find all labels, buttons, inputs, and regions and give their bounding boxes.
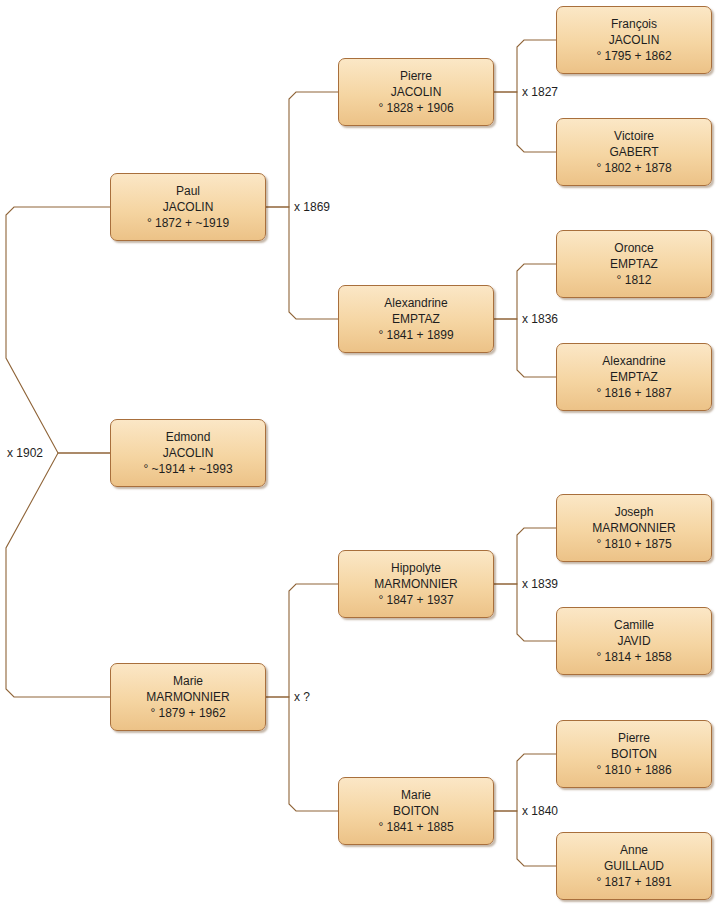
- given-name: Pierre: [400, 68, 432, 84]
- life-dates: ° 1841 + 1899: [378, 327, 453, 343]
- surname: EMPTAZ: [610, 369, 658, 385]
- surname: MARMONNIER: [592, 520, 675, 536]
- life-dates: ° ~1914 + ~1993: [143, 461, 232, 477]
- person-box: MarieBOITON° 1841 + 1885: [338, 777, 494, 845]
- life-dates: ° 1828 + 1906: [378, 100, 453, 116]
- given-name: Victoire: [614, 128, 654, 144]
- given-name: Alexandrine: [602, 353, 665, 369]
- surname: MARMONNIER: [146, 689, 229, 705]
- person-box: MarieMARMONNIER° 1879 + 1962: [110, 663, 266, 731]
- given-name: Marie: [401, 787, 431, 803]
- surname: EMPTAZ: [610, 256, 658, 272]
- surname: GUILLAUD: [604, 858, 664, 874]
- life-dates: ° 1814 + 1858: [596, 649, 671, 665]
- marriage-label: x 1840: [521, 803, 559, 819]
- given-name: Marie: [173, 673, 203, 689]
- person-box: VictoireGABERT° 1802 + 1878: [556, 118, 712, 186]
- surname: GABERT: [609, 144, 658, 160]
- surname: JACOLIN: [609, 32, 660, 48]
- life-dates: ° 1817 + 1891: [596, 874, 671, 890]
- person-box: PierreJACOLIN° 1828 + 1906: [338, 58, 494, 126]
- life-dates: ° 1816 + 1887: [596, 385, 671, 401]
- life-dates: ° 1812: [617, 272, 652, 288]
- marriage-label: x 1902: [6, 445, 44, 461]
- life-dates: ° 1841 + 1885: [378, 819, 453, 835]
- given-name: Pierre: [618, 730, 650, 746]
- surname: BOITON: [393, 803, 439, 819]
- marriage-label: x 1839: [521, 576, 559, 592]
- kinship-line: [266, 584, 338, 697]
- person-box: EdmondJACOLIN° ~1914 + ~1993: [110, 419, 266, 487]
- person-box: AnneGUILLAUD° 1817 + 1891: [556, 832, 712, 900]
- marriage-label: x 1869: [293, 199, 331, 215]
- surname: JACOLIN: [163, 445, 214, 461]
- person-box: PierreBOITON° 1810 + 1886: [556, 720, 712, 788]
- kinship-line: [494, 92, 556, 152]
- given-name: Oronce: [614, 240, 653, 256]
- kinship-line: [6, 453, 110, 697]
- surname: EMPTAZ: [392, 311, 440, 327]
- kinship-line: [494, 584, 556, 641]
- life-dates: ° 1879 + 1962: [150, 705, 225, 721]
- given-name: Camille: [614, 617, 654, 633]
- person-box: PaulJACOLIN° 1872 + ~1919: [110, 173, 266, 241]
- surname: JACOLIN: [163, 199, 214, 215]
- marriage-label: x 1836: [521, 311, 559, 327]
- kinship-line: [266, 207, 338, 319]
- person-box: JosephMARMONNIER° 1810 + 1875: [556, 494, 712, 562]
- given-name: Anne: [620, 842, 648, 858]
- given-name: Hippolyte: [391, 560, 441, 576]
- given-name: Joseph: [615, 504, 654, 520]
- life-dates: ° 1802 + 1878: [596, 160, 671, 176]
- person-box: HippolyteMARMONNIER° 1847 + 1937: [338, 550, 494, 618]
- life-dates: ° 1795 + 1862: [596, 48, 671, 64]
- person-box: AlexandrineEMPTAZ° 1816 + 1887: [556, 343, 712, 411]
- kinship-line: [6, 207, 110, 453]
- kinship-line: [266, 697, 338, 811]
- given-name: François: [611, 16, 657, 32]
- given-name: Edmond: [166, 429, 211, 445]
- life-dates: ° 1810 + 1875: [596, 536, 671, 552]
- kinship-line: [266, 92, 338, 207]
- life-dates: ° 1810 + 1886: [596, 762, 671, 778]
- life-dates: ° 1847 + 1937: [378, 592, 453, 608]
- person-box: FrançoisJACOLIN° 1795 + 1862: [556, 6, 712, 74]
- life-dates: ° 1872 + ~1919: [147, 215, 229, 231]
- kinship-line: [494, 811, 556, 866]
- kinship-line: [494, 319, 556, 377]
- marriage-label: x ?: [293, 689, 311, 705]
- surname: JAVID: [617, 633, 650, 649]
- surname: BOITON: [611, 746, 657, 762]
- marriage-label: x 1827: [521, 84, 559, 100]
- given-name: Alexandrine: [384, 295, 447, 311]
- surname: MARMONNIER: [374, 576, 457, 592]
- surname: JACOLIN: [391, 84, 442, 100]
- person-box: AlexandrineEMPTAZ° 1841 + 1899: [338, 285, 494, 353]
- given-name: Paul: [176, 183, 200, 199]
- person-box: CamilleJAVID° 1814 + 1858: [556, 607, 712, 675]
- person-box: OronceEMPTAZ° 1812: [556, 230, 712, 298]
